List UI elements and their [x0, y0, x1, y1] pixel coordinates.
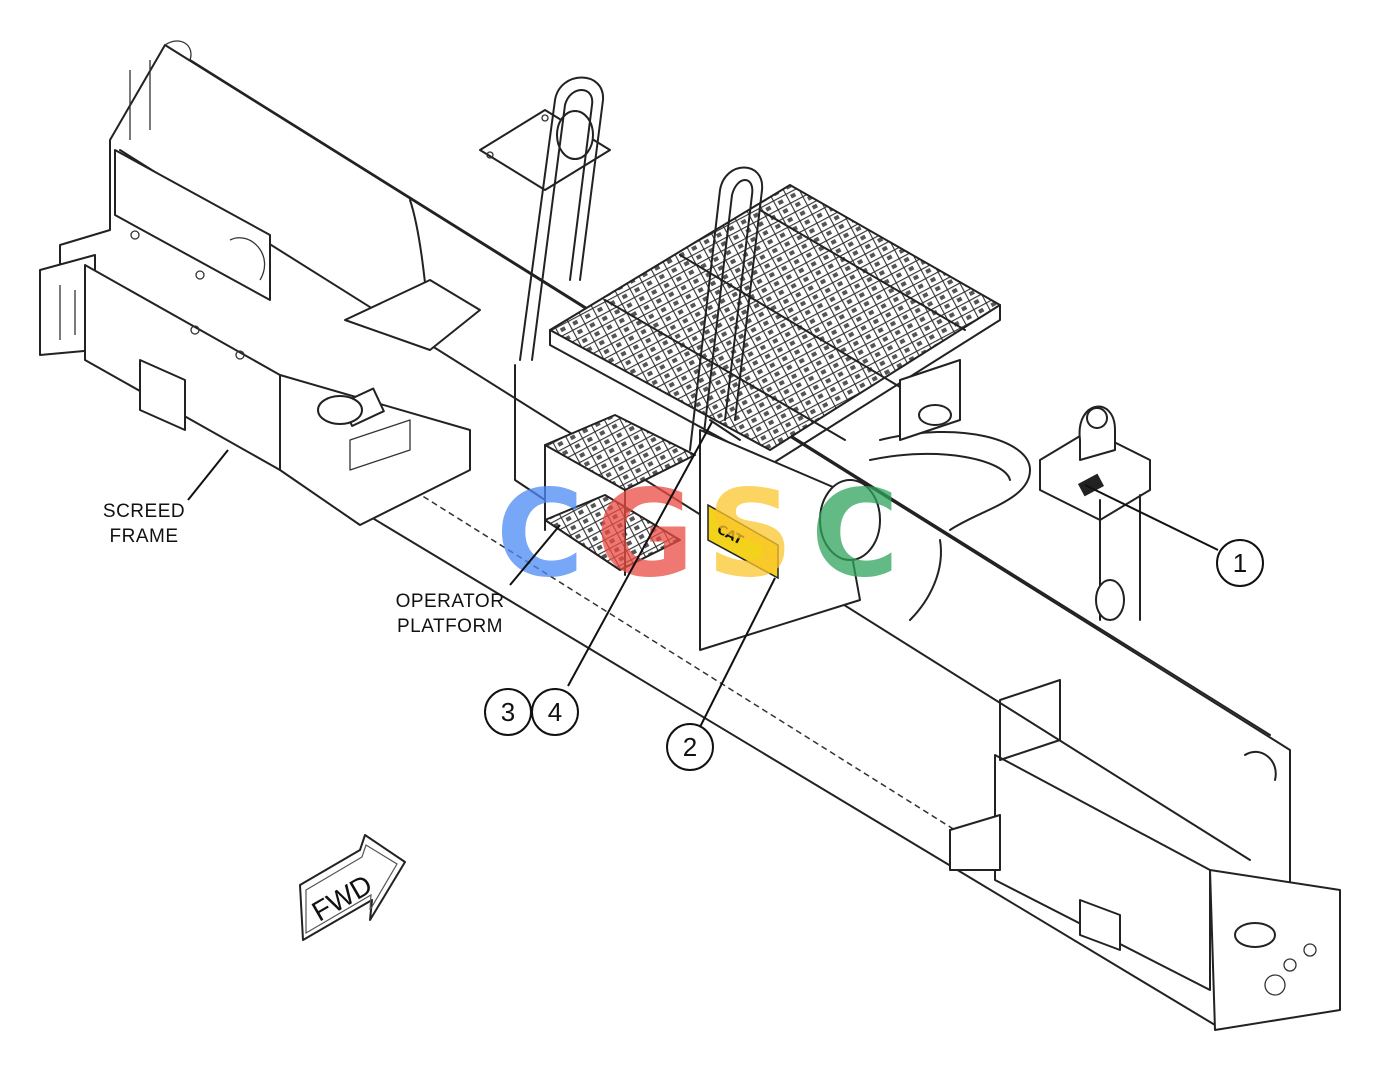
callout-3: 3 — [484, 688, 532, 736]
tow-bracket — [1039, 405, 1151, 621]
svg-text:SCREED: SCREED — [103, 501, 185, 522]
handrail-right — [689, 166, 764, 451]
watermark-letter-4: C — [811, 466, 899, 605]
decal-item-2: CAT — [707, 503, 779, 580]
svg-text:2: 2 — [683, 732, 697, 762]
callout-2: 2 — [666, 723, 714, 771]
callout-1: 1 — [1216, 539, 1264, 587]
watermark-letter-2: G — [596, 466, 695, 605]
leader-callout-1 — [1084, 484, 1219, 551]
center-hardware — [699, 359, 1031, 651]
watermark-letter-3: S — [707, 466, 793, 605]
svg-text:3: 3 — [501, 697, 515, 727]
svg-text:1: 1 — [1233, 548, 1247, 578]
label-screed-frame: SCREED FRAME — [103, 501, 185, 547]
svg-text:PLATFORM: PLATFORM — [397, 616, 503, 637]
screed-frame-right-end — [949, 679, 1341, 1031]
screed-frame-left-end — [39, 149, 471, 526]
leader-screed-frame — [187, 449, 229, 501]
svg-text:OPERATOR: OPERATOR — [396, 591, 505, 612]
mount-plate — [479, 109, 611, 191]
watermark: C G S C — [496, 466, 899, 605]
callout-4: 4 — [531, 688, 579, 736]
svg-text:4: 4 — [548, 697, 562, 727]
handrail-left — [344, 76, 605, 361]
svg-text:FRAME: FRAME — [110, 526, 179, 547]
fwd-arrow: FWD — [299, 834, 406, 941]
watermark-letter-1: C — [496, 466, 584, 605]
leader-lines — [187, 421, 1219, 728]
leader-callout-3-4 — [567, 421, 713, 687]
label-operator-platform: OPERATOR PLATFORM — [396, 591, 505, 637]
leader-operator-platform — [509, 524, 561, 586]
leader-callout-2 — [699, 577, 776, 728]
